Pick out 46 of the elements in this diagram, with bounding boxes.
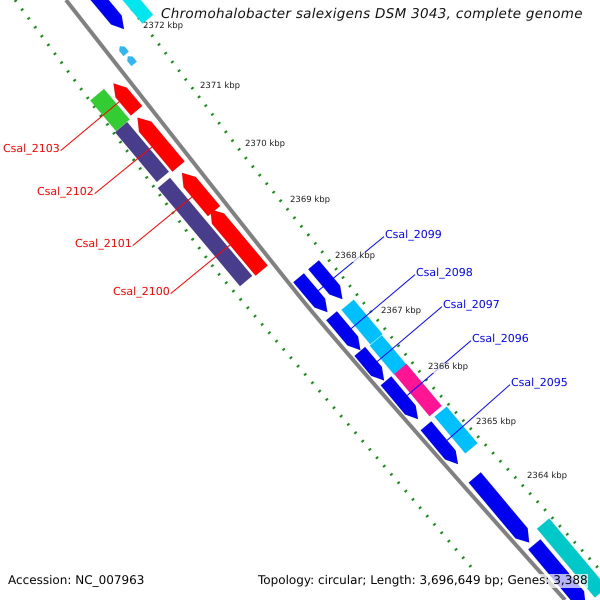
gene-label: Csal_2095 <box>511 377 568 390</box>
gene-label: Csal_2100 <box>113 286 170 299</box>
gene-label: Csal_2103 <box>3 143 60 156</box>
gene-feature <box>115 122 169 182</box>
genome-stats-text: Topology: circular; Length: 3,696,649 bp; Genes: 3,388 <box>258 574 588 588</box>
leader-line <box>132 196 192 246</box>
gene-feature <box>380 376 418 420</box>
gene-feature <box>127 56 137 66</box>
gene-label: Csal_2098 <box>416 267 473 280</box>
gene-feature <box>182 172 220 216</box>
leader-line <box>350 274 416 329</box>
gene-label: Csal_2096 <box>472 333 529 346</box>
scale-label: 2367 kbp <box>381 307 422 317</box>
gene-feature <box>158 178 252 286</box>
scale-label: 2368 kbp <box>335 252 376 262</box>
scale-label: 2366 kbp <box>428 363 468 373</box>
gene-feature <box>341 300 383 344</box>
gene-feature <box>354 346 384 381</box>
scale-label: 2364 kbp <box>527 472 568 482</box>
leader-line <box>170 244 230 294</box>
gene-feature <box>326 311 360 350</box>
gene-label: Csal_2101 <box>75 238 132 251</box>
accession-text: Accession: NC_007963 <box>8 574 144 588</box>
scale-label: 2365 kbp <box>476 418 516 428</box>
gene-feature <box>113 83 142 116</box>
leader-line <box>376 306 442 362</box>
gene-feature <box>90 88 130 132</box>
leader-line <box>446 384 510 441</box>
scale-label: 2370 kbp <box>245 140 286 150</box>
scale-label: 2372 kbp <box>143 22 184 32</box>
gene-feature <box>137 118 185 172</box>
gene-feature <box>468 472 530 543</box>
gene-label: Csal_2097 <box>443 299 500 312</box>
gene-feature <box>420 421 458 464</box>
gene-feature <box>210 209 268 276</box>
gene-label: Csal_2099 <box>385 229 442 242</box>
leader-line <box>94 146 152 194</box>
gene-feature <box>370 335 406 375</box>
gene-feature <box>434 406 478 454</box>
gene-feature <box>293 273 328 312</box>
scale-label: 2369 kbp <box>290 196 330 206</box>
gene-feature <box>119 46 129 56</box>
scale-label: 2371 kbp <box>200 82 240 92</box>
gene-label: Csal_2102 <box>37 186 94 199</box>
gene-feature <box>308 260 342 300</box>
leader-line <box>60 101 120 152</box>
